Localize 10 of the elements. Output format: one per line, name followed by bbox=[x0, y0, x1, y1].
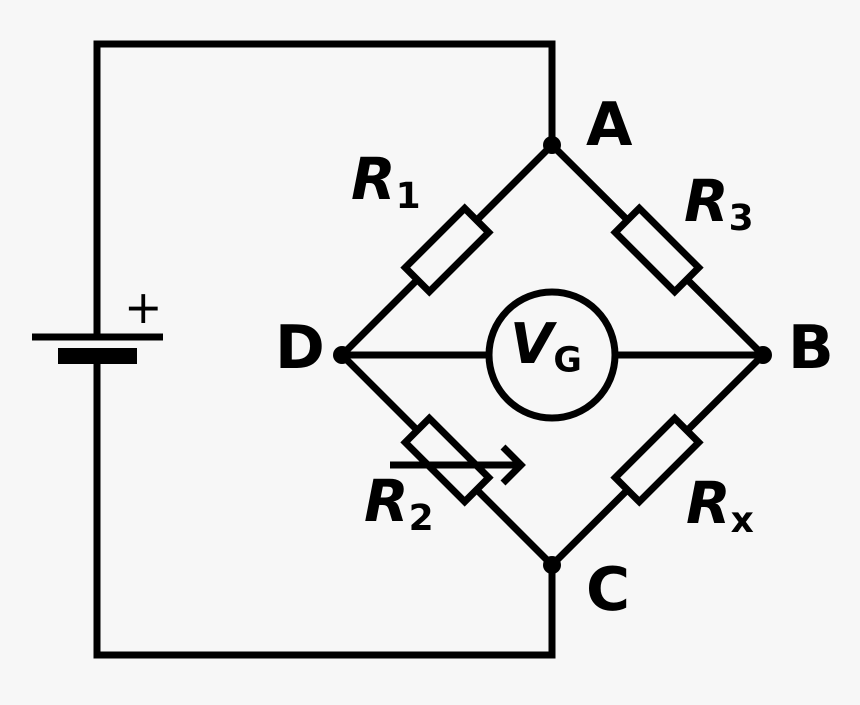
resistor-label: R$_{3}$ bbox=[684, 172, 754, 237]
resistor-label: R$_{x}$ bbox=[686, 474, 754, 539]
node-label: D bbox=[275, 318, 325, 378]
node-label: C bbox=[586, 560, 630, 620]
node-label: A bbox=[586, 95, 632, 155]
node-label: B bbox=[788, 318, 834, 378]
resistor-label: R$_{1}$ bbox=[351, 150, 421, 215]
resistor-label: R$_{2}$ bbox=[364, 472, 434, 537]
meter-label: V$_{G}$ bbox=[510, 317, 582, 378]
polarity-sign: + bbox=[124, 284, 163, 330]
